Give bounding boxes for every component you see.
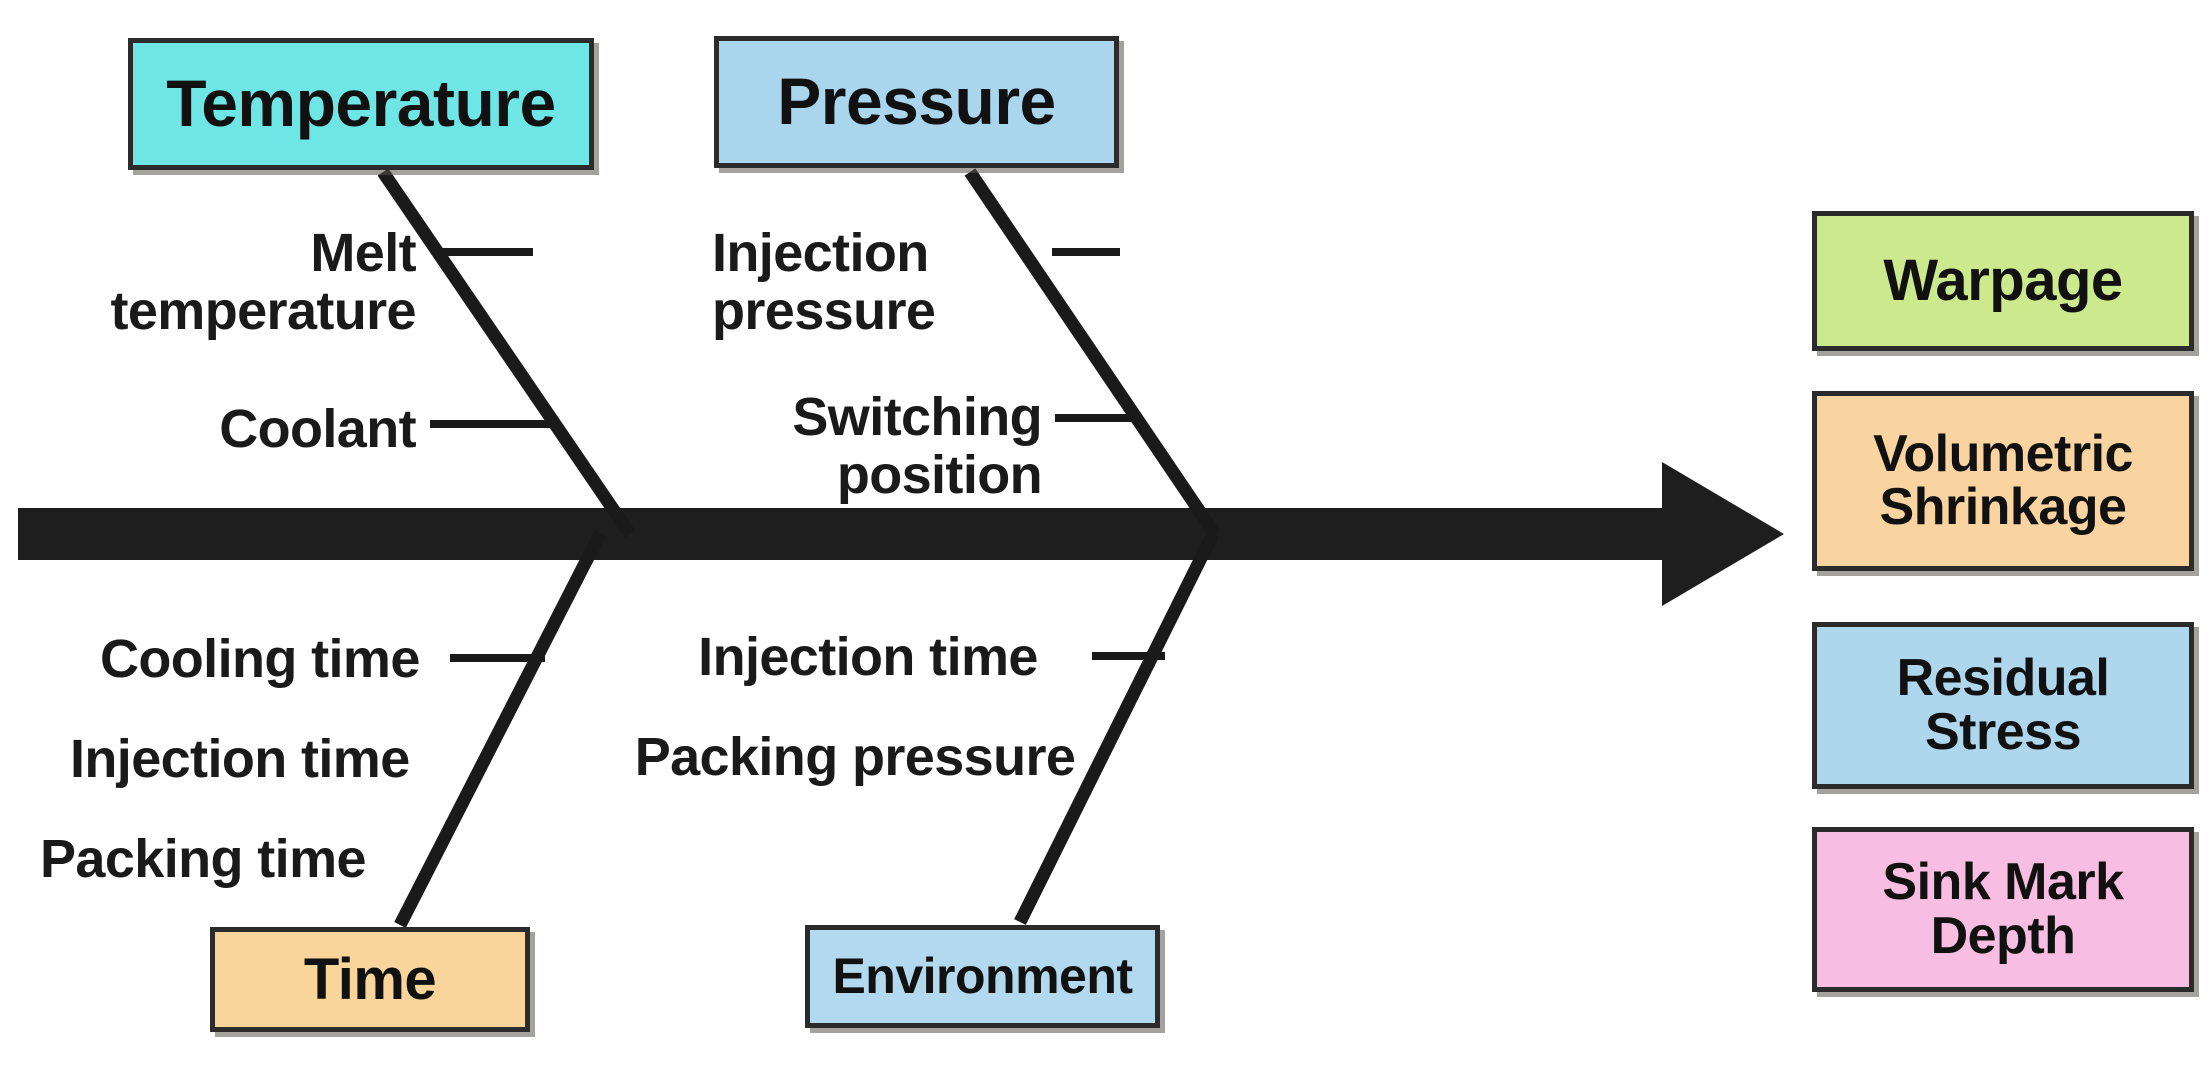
category-box-environment[interactable]: Environment xyxy=(805,925,1160,1028)
cause-label-switching-position: Switching position xyxy=(792,387,1042,506)
branch-line-environment xyxy=(1014,531,1219,925)
category-box-time[interactable]: Time xyxy=(210,927,530,1032)
main-spine-arrow xyxy=(18,462,1784,606)
effect-box-residual-stress[interactable]: Residual Stress xyxy=(1812,622,2194,789)
cause-label-packing-time: Packing time xyxy=(40,829,367,889)
cause-label-injection-time-left: Injection time xyxy=(70,729,410,789)
branch-line-temperature xyxy=(377,168,636,538)
effect-box-volumetric-shrinkage[interactable]: Volumetric Shrinkage xyxy=(1812,391,2194,571)
cause-label-cooling-time: Cooling time xyxy=(100,629,420,689)
category-box-temperature[interactable]: Temperature xyxy=(128,38,594,170)
cause-label-injection-pressure: Injection pressure xyxy=(712,223,936,342)
cause-label-injection-time-mid: Injection time xyxy=(698,627,1038,687)
category-box-pressure[interactable]: Pressure xyxy=(714,36,1119,168)
cause-label-melt-temperature: Melt temperature xyxy=(110,223,416,342)
effect-box-sink-mark-depth[interactable]: Sink Mark Depth xyxy=(1812,827,2194,992)
cause-label-packing-pressure: Packing pressure xyxy=(634,727,1076,787)
effect-box-warpage[interactable]: Warpage xyxy=(1812,211,2194,351)
branch-line-time xyxy=(394,531,606,928)
cause-label-coolant: Coolant xyxy=(219,399,416,459)
branch-line-pressure xyxy=(964,168,1221,538)
